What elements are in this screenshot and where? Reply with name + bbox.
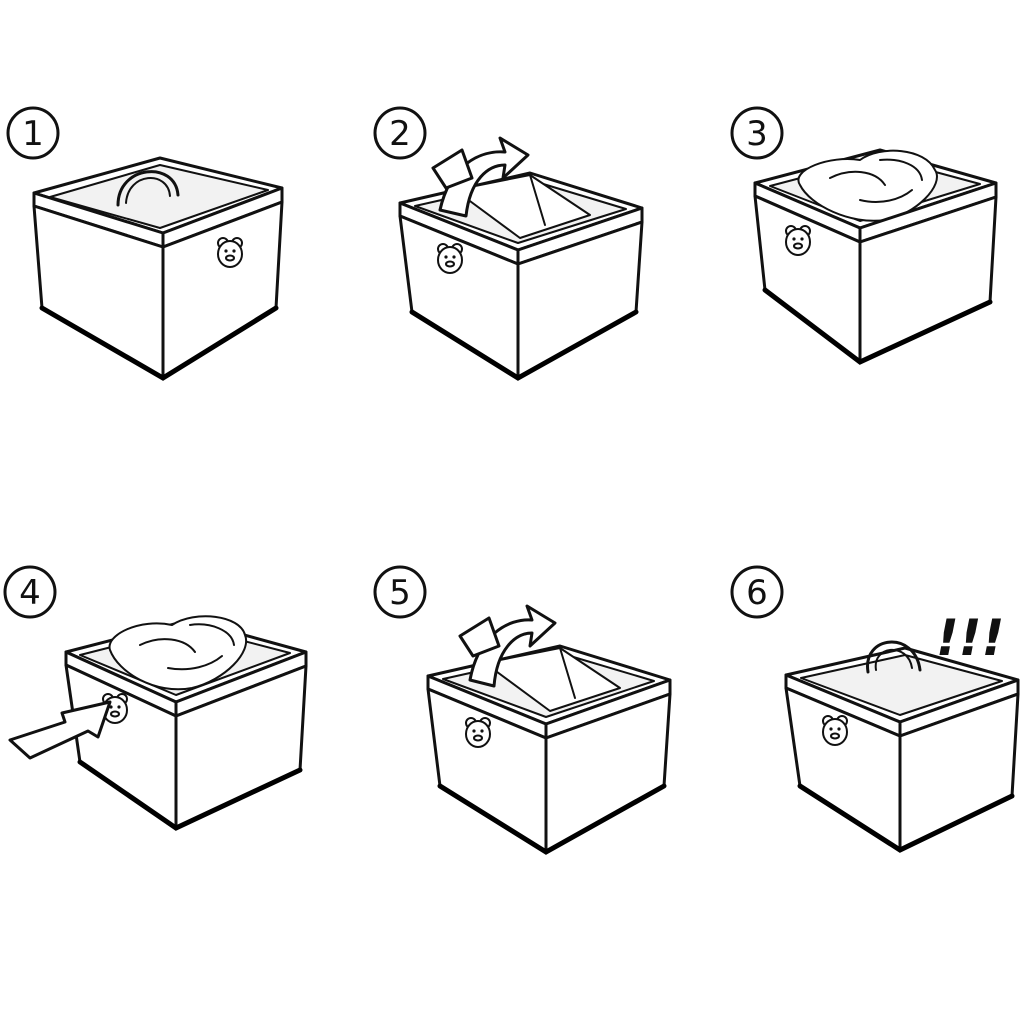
storage-box [784,640,1020,853]
step-number: 4 [19,573,41,613]
bear-face-button-icon [465,717,491,748]
step-number-badge: 5 [373,565,427,619]
bear-face-button-icon [822,715,848,746]
storage-box [8,615,308,831]
step-number-badge: 2 [373,106,427,160]
step-number: 2 [389,114,411,154]
step-number: 6 [746,573,768,613]
storage-box [753,148,998,365]
rotate-arrow-icon [458,604,557,688]
rotate-arrow-icon [431,136,530,218]
step-1: 1 [6,106,284,381]
storage-box [426,604,672,855]
bear-face-button-icon [217,237,243,268]
step-number: 3 [746,114,768,154]
step-5: 5 [373,565,672,855]
alert-exclamation: !!! [936,609,1004,667]
step-4: 4 [3,565,308,831]
folded-clothes [108,615,248,691]
step-2: 2 [373,106,644,381]
folded-clothes [797,149,938,222]
storage-box [398,136,644,381]
step-number-badge: 1 [6,106,60,160]
step-number: 1 [22,114,44,154]
bear-face-button-icon [437,243,463,274]
step-6: 6 !!! [730,565,1020,853]
storage-box [32,156,284,381]
step-number-badge: 6 [730,565,784,619]
step-number-badge: 3 [730,106,784,160]
pop-up-handle-icon [116,170,180,207]
pop-up-handle-icon [866,640,922,674]
step-number-badge: 4 [3,565,57,619]
step-3: 3 [730,106,998,365]
bear-face-button-icon [785,225,811,256]
step-number: 5 [389,573,411,613]
push-arrow-icon [8,700,112,760]
